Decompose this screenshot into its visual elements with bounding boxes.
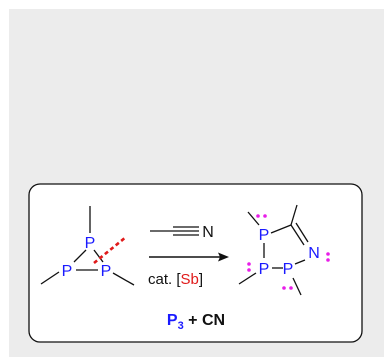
bond <box>73 249 87 263</box>
product-ring: P P P N <box>238 204 330 296</box>
atom-label: P <box>283 261 294 278</box>
bond <box>247 211 260 226</box>
bond <box>290 204 298 226</box>
lone-pair-mark <box>326 252 330 262</box>
bond <box>93 249 104 263</box>
atom-label: P <box>101 263 112 280</box>
bond <box>238 272 257 285</box>
reaction-arrow <box>149 252 229 262</box>
reagent-nitrile: N <box>150 224 214 241</box>
lone-pair-mark <box>282 286 293 290</box>
atom-label: N <box>202 224 214 241</box>
reaction-box <box>28 183 363 343</box>
lone-pair-mark <box>256 214 267 218</box>
bond <box>270 224 292 234</box>
bond <box>112 272 135 286</box>
double-bond <box>290 224 305 246</box>
bond <box>292 277 302 296</box>
double-bond <box>295 222 309 243</box>
catalyst-condition: cat. [Sb] <box>148 271 203 288</box>
reactant-triphosphirane: P P P <box>40 206 135 286</box>
atom-label: N <box>308 245 320 262</box>
atom-label: P <box>259 261 270 278</box>
atom-label: P <box>259 227 270 244</box>
bond <box>294 259 306 265</box>
scheme-caption: P3 + CN <box>167 312 225 332</box>
atom-label: P <box>62 263 73 280</box>
atom-label: P <box>85 235 96 252</box>
lone-pair-mark <box>247 262 251 272</box>
bond <box>40 271 60 285</box>
